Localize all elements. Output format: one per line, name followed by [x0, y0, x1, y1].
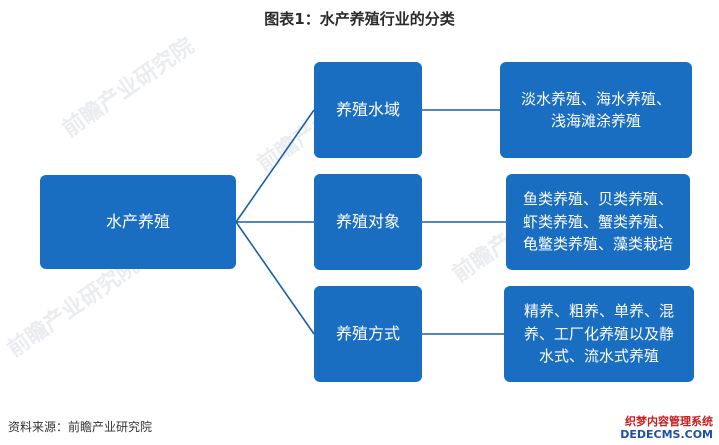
category-node-method: 养殖方式	[314, 286, 422, 382]
site-stamp: 织梦内容管理系统 DEDECMS.COM	[603, 415, 713, 441]
connector-root-to-category-1	[235, 109, 315, 223]
category-node-object: 养殖对象	[314, 174, 422, 270]
root-node: 水产养殖	[40, 175, 236, 269]
detail-node-object: 鱼类养殖、贝类养殖、 虾类养殖、蟹类养殖、 龟鳖类养殖、藻类栽培	[506, 174, 690, 270]
detail-node-water-area: 淡水养殖、海水养殖、 浅海滩涂养殖	[500, 62, 692, 158]
chart-title: 图表1：水产养殖行业的分类	[264, 10, 455, 28]
category-node-water-area: 养殖水域	[314, 62, 422, 158]
detail-node-method: 精养、粗养、单养、混 养、工厂化养殖以及静 水式、流水式养殖	[504, 286, 694, 382]
source-note: 资料来源：前瞻产业研究院	[8, 420, 153, 434]
stamp-line-1: 织梦内容管理系统	[625, 415, 713, 428]
connector-root-to-category-3	[235, 221, 315, 335]
stamp-line-2: DEDECMS.COM	[620, 428, 713, 441]
